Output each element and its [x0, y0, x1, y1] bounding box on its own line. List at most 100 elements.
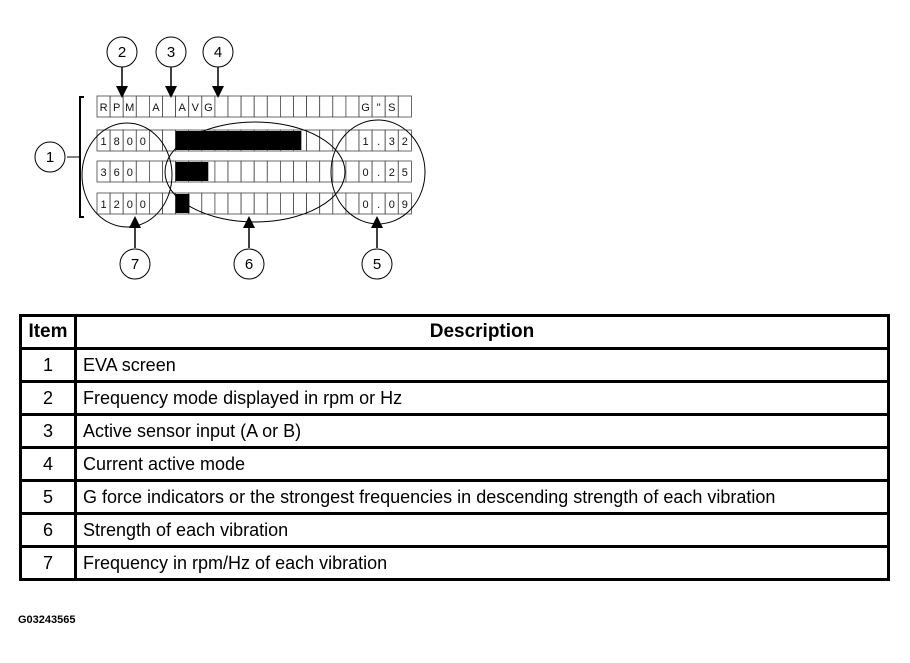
lcd-cell	[162, 129, 177, 152]
lcd-cell	[227, 95, 242, 118]
lcd-char: .	[377, 136, 380, 148]
lcd-cell	[253, 160, 268, 183]
lcd-cell	[253, 95, 268, 118]
svg-text:3: 3	[167, 44, 175, 61]
screen-bracket	[79, 96, 84, 218]
item-description: Frequency mode displayed in rpm or Hz	[74, 380, 890, 416]
svg-text:1: 1	[46, 149, 54, 166]
lcd-cell	[148, 192, 163, 215]
lcd-char: 2	[402, 136, 408, 148]
description-column-header: Description	[74, 314, 890, 350]
callout-7: 7	[119, 248, 151, 280]
lcd-cell	[306, 95, 321, 118]
strength-bar	[175, 131, 302, 150]
lcd-char: 2	[114, 199, 120, 211]
lcd-cell	[214, 95, 229, 118]
lcd-char: 0	[140, 199, 146, 211]
lcd-cell	[148, 160, 163, 183]
vibration-strength-bars	[175, 131, 302, 213]
callout-6: 6	[233, 248, 265, 280]
lcd-cell	[162, 95, 177, 118]
strength-bar	[175, 194, 190, 213]
lcd-cell	[319, 95, 334, 118]
lcd-char: 9	[402, 199, 408, 211]
item-description: G force indicators or the strongest freq…	[74, 479, 890, 515]
lcd-cell	[345, 95, 360, 118]
item-number: 5	[19, 479, 77, 515]
svg-text:5: 5	[373, 256, 381, 273]
lcd-cell	[293, 192, 308, 215]
lcd-char: 3	[389, 136, 395, 148]
lcd-char: .	[377, 199, 380, 211]
lcd-cell	[332, 95, 347, 118]
lcd-char: V	[192, 102, 200, 114]
svg-text:6: 6	[245, 256, 253, 273]
strength-bar	[175, 162, 209, 181]
lcd-cell	[266, 160, 281, 183]
item-description: Active sensor input (A or B)	[74, 413, 890, 449]
lcd-char: R	[100, 102, 108, 114]
lcd-char: .	[377, 167, 380, 179]
lcd-cell	[397, 192, 412, 215]
lcd-cell	[293, 95, 308, 118]
lcd-cell	[293, 160, 308, 183]
callout-3: 3	[155, 36, 187, 68]
lcd-cell	[397, 129, 412, 152]
lcd-cell	[214, 160, 229, 183]
item-number: 4	[19, 446, 77, 482]
lcd-char: 2	[389, 167, 395, 179]
lcd-cell	[279, 95, 294, 118]
lcd-cell	[397, 95, 412, 118]
lcd-char: 0	[140, 136, 146, 148]
svg-text:2: 2	[118, 44, 126, 61]
lcd-cell	[319, 192, 334, 215]
lcd-char: 0	[362, 199, 368, 211]
lcd-cell	[345, 192, 360, 215]
lcd-char: S	[388, 102, 395, 114]
lcd-char: 8	[114, 136, 120, 148]
lcd-char: 5	[402, 167, 408, 179]
item-number: 7	[19, 545, 77, 581]
item-number: 1	[19, 347, 77, 383]
lcd-cell	[306, 192, 321, 215]
lcd-cell	[240, 160, 255, 183]
strength-group-ellipse	[164, 121, 346, 223]
lcd-char: 6	[114, 167, 120, 179]
lcd-char: 0	[127, 199, 133, 211]
item-description: Current active mode	[74, 446, 890, 482]
svg-text:4: 4	[214, 44, 222, 61]
lcd-cell	[188, 192, 203, 215]
lcd-cell	[332, 192, 347, 215]
callout-5: 5	[361, 248, 393, 280]
lcd-char: G	[361, 102, 370, 114]
figure-code: G03243565	[18, 614, 76, 626]
lcd-char: A	[152, 102, 160, 114]
lcd-char: 1	[362, 136, 368, 148]
lcd-char: 0	[362, 167, 368, 179]
lcd-cell	[306, 160, 321, 183]
item-number: 2	[19, 380, 77, 416]
lcd-cell	[240, 192, 255, 215]
lcd-char: P	[113, 102, 120, 114]
lcd-cell	[279, 160, 294, 183]
lcd-cell	[240, 95, 255, 118]
lcd-char: A	[178, 102, 186, 114]
lcd-char: 1	[100, 199, 106, 211]
lcd-cell	[319, 129, 334, 152]
callout-2: 2	[106, 36, 138, 68]
lcd-cell	[227, 160, 242, 183]
lcd-cell	[266, 192, 281, 215]
item-description: Strength of each vibration	[74, 512, 890, 548]
lcd-cell	[227, 192, 242, 215]
lcd-cell	[253, 192, 268, 215]
svg-text:7: 7	[131, 256, 139, 273]
